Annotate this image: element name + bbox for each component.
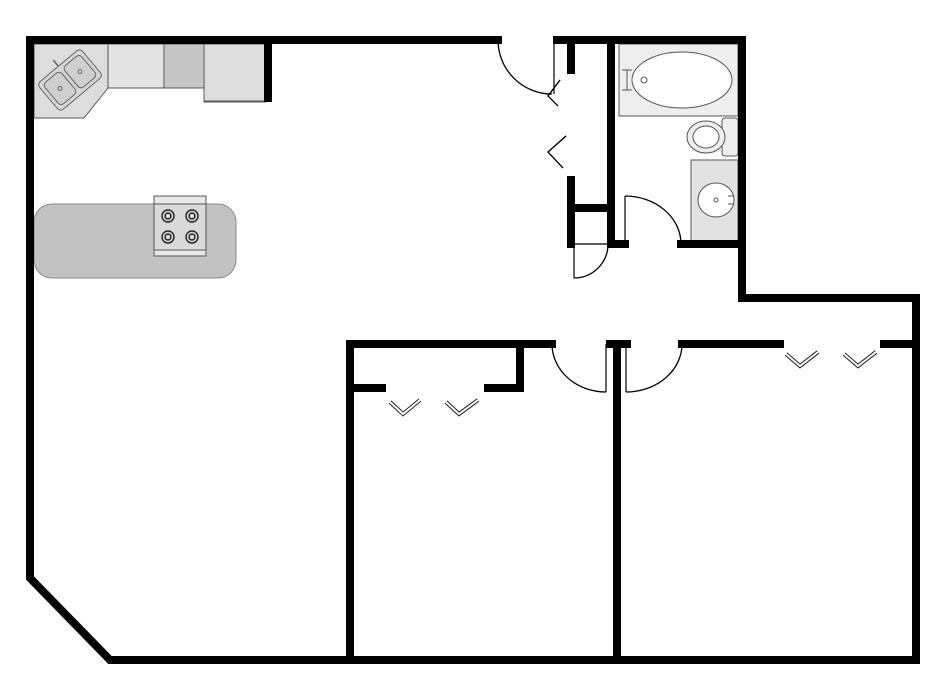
- exterior-walls: [26, 36, 920, 664]
- bathroom-sink-icon: [690, 159, 739, 243]
- door-swing-icon: [624, 195, 682, 245]
- stove-icon: [153, 195, 207, 257]
- door-swing-icon: [625, 343, 683, 393]
- bifold-door-icon: [388, 398, 480, 417]
- room-bedroom-left: [354, 348, 613, 656]
- door-swing-icon: [573, 243, 609, 279]
- kitchen-sink-icon: [38, 49, 102, 111]
- dishwasher-counter: [163, 43, 205, 89]
- bifold-door-icon: [547, 79, 567, 169]
- toilet-icon: [686, 117, 739, 157]
- door-swing-icon: [551, 343, 607, 393]
- counter-segment: [203, 43, 267, 103]
- bifold-door-icon: [784, 350, 878, 369]
- interior-walls: [346, 40, 920, 664]
- bathtub-icon: [618, 43, 739, 117]
- counter-segment: [107, 43, 165, 89]
- room-bedroom-right: [621, 348, 912, 656]
- door-swing-icon: [497, 39, 555, 95]
